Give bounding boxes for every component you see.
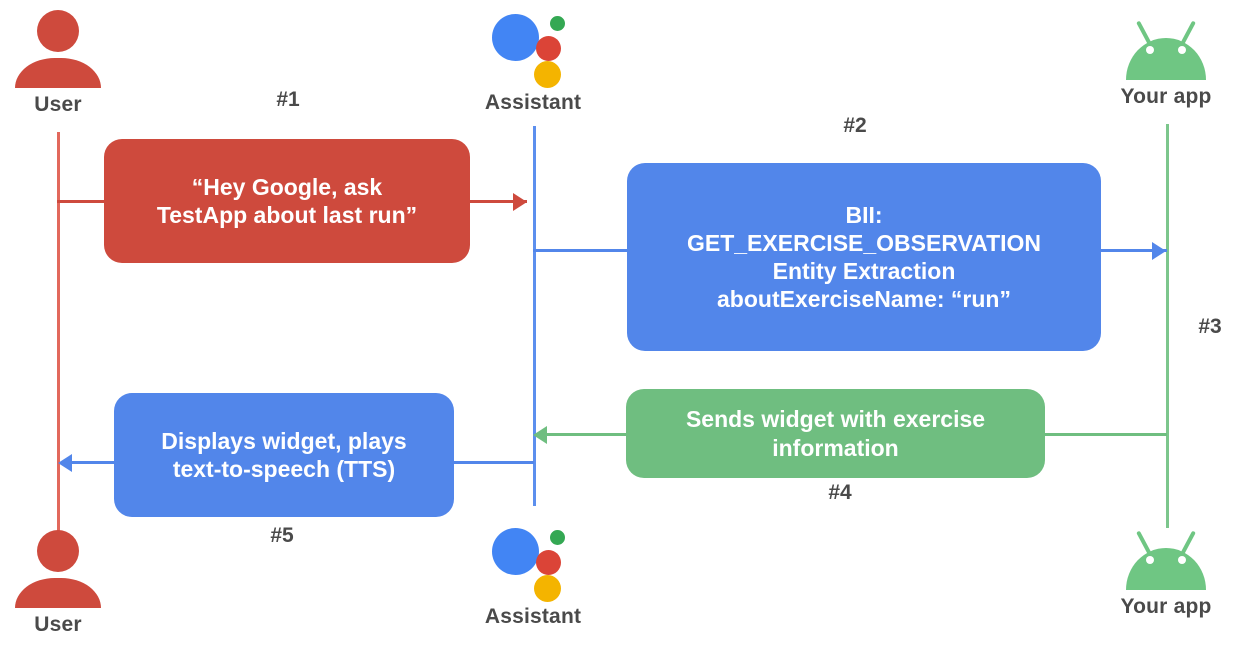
actor-label-user-bottom: User	[34, 613, 82, 636]
actor-label-assistant-top: Assistant	[484, 91, 582, 114]
step-number-2: #2	[843, 114, 867, 137]
message-box-step-1: “Hey Google, ask TestApp about last run”	[104, 139, 470, 263]
message-text-step-5: Displays widget, plays text-to-speech (T…	[161, 427, 407, 482]
android-robot-icon	[1120, 14, 1212, 80]
message-box-step-4: Sends widget with exercise information	[626, 389, 1045, 478]
step-number-3: #3	[1198, 315, 1222, 338]
actor-user-bottom: User	[0, 530, 138, 635]
step-number-1: #1	[276, 88, 300, 111]
actor-label-your-app-bottom: Your app	[1120, 595, 1212, 618]
android-robot-icon	[1120, 524, 1212, 590]
google-assistant-icon	[490, 522, 576, 602]
actor-your-app-bottom: Your app	[1086, 524, 1244, 617]
google-assistant-icon	[490, 8, 576, 88]
arrowhead-step-4	[533, 426, 547, 444]
actor-assistant-bottom: Assistant	[453, 522, 613, 627]
actor-label-user-top: User	[34, 93, 82, 116]
message-box-step-2: BII: GET_EXERCISE_OBSERVATION Entity Ext…	[627, 163, 1101, 351]
message-box-step-5: Displays widget, plays text-to-speech (T…	[114, 393, 454, 517]
message-text-step-1: “Hey Google, ask TestApp about last run”	[156, 173, 418, 228]
message-text-step-4: Sends widget with exercise information	[685, 406, 986, 461]
user-person-icon	[15, 530, 101, 608]
actor-label-your-app-top: Your app	[1120, 85, 1212, 108]
lifeline-user	[57, 132, 60, 536]
actor-user-top: User	[0, 10, 138, 115]
lifeline-assistant	[533, 126, 536, 506]
lifeline-your-app	[1166, 124, 1169, 528]
arrowhead-step-1	[513, 193, 527, 211]
actor-your-app-top: Your app	[1086, 14, 1244, 107]
actor-label-assistant-bottom: Assistant	[484, 605, 582, 628]
step-number-4: #4	[828, 481, 852, 504]
arrowhead-step-5	[58, 454, 72, 472]
step-number-5: #5	[270, 524, 294, 547]
message-text-step-2: BII: GET_EXERCISE_OBSERVATION Entity Ext…	[686, 201, 1042, 313]
user-person-icon	[15, 10, 101, 88]
arrowhead-step-2	[1152, 242, 1166, 260]
actor-assistant-top: Assistant	[453, 8, 613, 113]
